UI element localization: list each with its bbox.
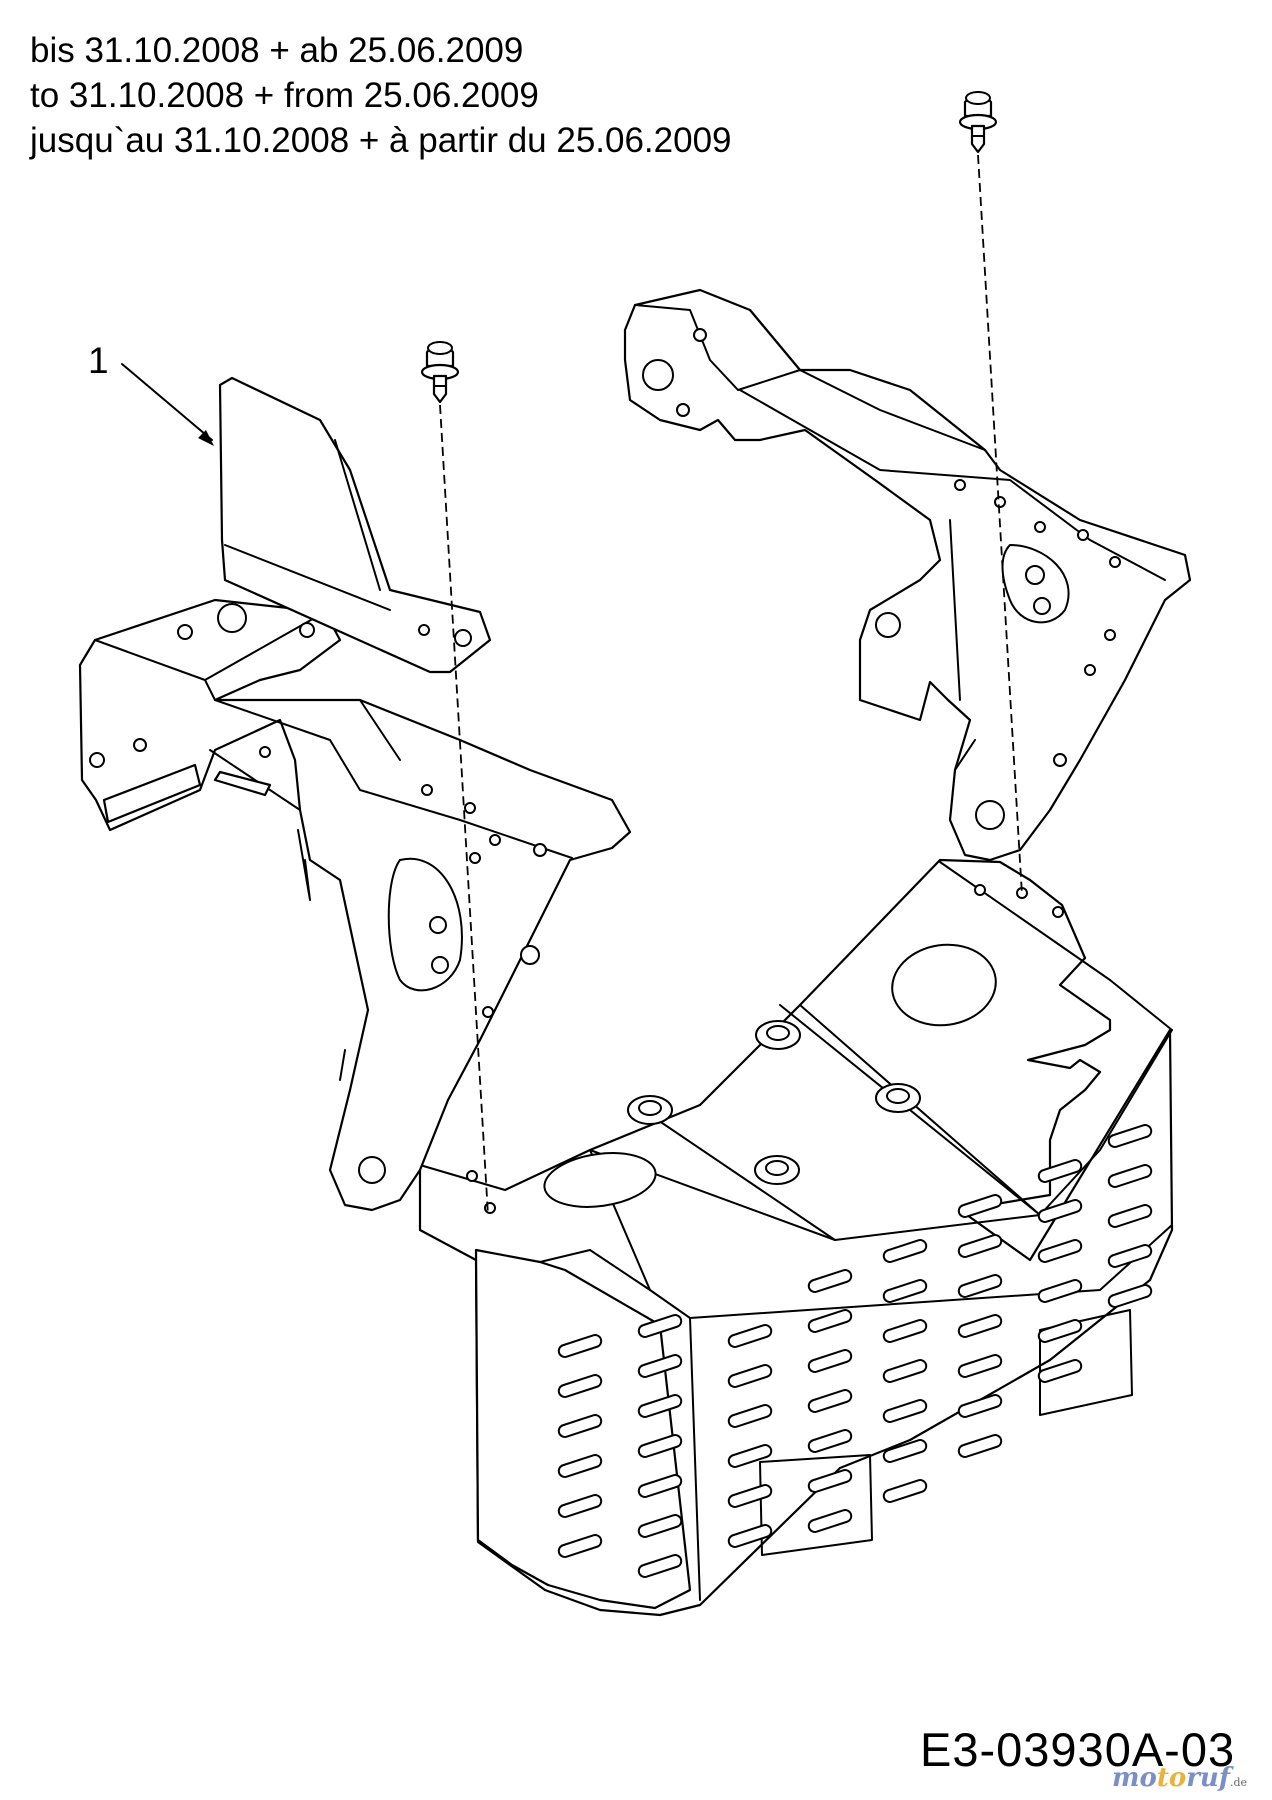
vent-slot (957, 1354, 1003, 1378)
vent-slot (807, 1429, 853, 1453)
vent-slot (637, 1314, 683, 1338)
right-bracket-icon (623, 288, 1192, 862)
left-bracket-icon (78, 598, 632, 1212)
vent-slots (557, 1124, 1153, 1578)
vent-slot (637, 1554, 683, 1578)
vent-slot (1107, 1164, 1153, 1188)
header-text: bis 31.10.2008 + ab 25.06.2009 to 31.10.… (30, 28, 732, 163)
drawing-code: E3-03930A-03 (920, 1723, 1236, 1776)
assembly-line-left (439, 404, 489, 1216)
flange-bolt-icon (958, 91, 998, 154)
vent-slot (882, 1319, 928, 1343)
vent-slot (882, 1479, 928, 1503)
vent-slot (1037, 1239, 1083, 1263)
assembly-line-right (977, 154, 1023, 896)
vent-slot (957, 1274, 1003, 1298)
vent-slot (882, 1239, 928, 1263)
vent-slot (1037, 1159, 1083, 1183)
vent-slot (807, 1509, 853, 1533)
front-weight-housing-icon (418, 858, 1174, 1617)
vent-slot (557, 1454, 603, 1478)
vent-slot (1037, 1319, 1083, 1343)
vent-slot (637, 1514, 683, 1538)
vent-slot (957, 1194, 1003, 1218)
vent-slot (882, 1359, 928, 1383)
vent-slot (1037, 1359, 1083, 1383)
vent-slot (557, 1494, 603, 1518)
vent-slot (807, 1389, 853, 1413)
vent-slot (1107, 1284, 1153, 1308)
cover-plate-icon (218, 376, 492, 674)
vent-slot (1107, 1244, 1153, 1268)
vent-slot (557, 1334, 603, 1358)
vent-slot (1037, 1279, 1083, 1303)
callout-leader-1 (121, 363, 214, 446)
callout-label-1: 1 (88, 340, 109, 381)
vent-slot (727, 1484, 773, 1508)
vent-slot (882, 1439, 928, 1463)
vent-slot (957, 1394, 1003, 1418)
vent-slot (637, 1354, 683, 1378)
vent-slot (807, 1469, 853, 1493)
vent-slot (727, 1444, 773, 1468)
vent-slot (727, 1324, 773, 1348)
vent-slot (957, 1234, 1003, 1258)
vent-slot (637, 1474, 683, 1498)
watermark: motoruf.de (1112, 1763, 1248, 1793)
vent-slot (727, 1524, 773, 1548)
vent-slot (637, 1394, 683, 1418)
vent-slot (882, 1399, 928, 1423)
vent-slot (957, 1434, 1003, 1458)
header-line-de: bis 31.10.2008 + ab 25.06.2009 (30, 31, 524, 70)
vent-slot (957, 1314, 1003, 1338)
vent-slot (637, 1434, 683, 1458)
vent-slot (1107, 1204, 1153, 1228)
vent-slot (1107, 1124, 1153, 1148)
vent-slot (882, 1279, 928, 1303)
header-line-en: to 31.10.2008 + from 25.06.2009 (30, 76, 539, 115)
vent-slot (727, 1404, 773, 1428)
vent-slot (807, 1269, 853, 1293)
vent-slot (807, 1309, 853, 1333)
vent-slot (1037, 1199, 1083, 1223)
header-line-fr: jusqu`au 31.10.2008 + à partir du 25.06.… (30, 121, 732, 160)
vent-slot (807, 1349, 853, 1373)
vent-slot (557, 1534, 603, 1558)
vent-slot (557, 1414, 603, 1438)
vent-slot (727, 1364, 773, 1388)
flange-bolt-icon (420, 341, 460, 404)
vent-slot (557, 1374, 603, 1398)
